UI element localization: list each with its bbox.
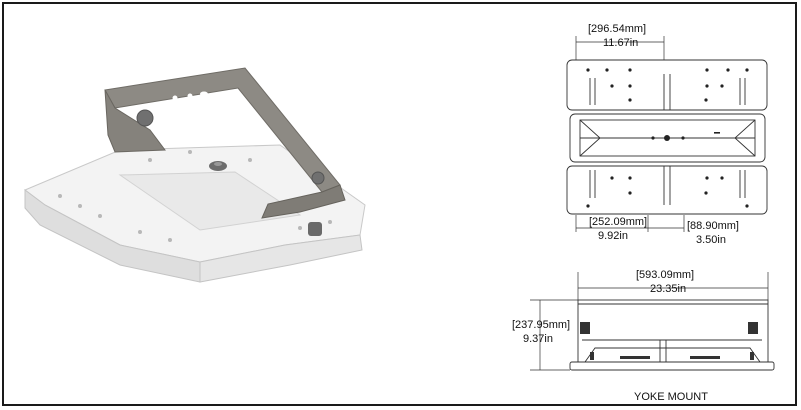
side-view-drawing	[569, 299, 775, 371]
top-left-in: 9.92in	[598, 230, 628, 242]
left-hinge-knob	[136, 109, 154, 127]
side-height-mm: [237.95mm]	[512, 319, 570, 331]
top-width-mm: [296.54mm]	[588, 23, 646, 35]
bracket-holes	[172, 91, 208, 101]
side-view-hinges	[580, 322, 758, 360]
side-view-housing	[577, 299, 769, 363]
top-view-dimension-lines	[575, 36, 685, 232]
side-width-in: 23.35in	[650, 283, 686, 295]
housing-front-right	[199, 234, 363, 283]
front-adjust-knob	[308, 222, 322, 236]
housing-holes	[58, 150, 332, 242]
top-width-in: 11.67in	[603, 37, 638, 49]
product-photo	[24, 67, 366, 283]
top-right-in: 3.50in	[696, 234, 726, 246]
figure-caption: YOKE MOUNT	[634, 391, 708, 403]
side-height-in: 9.37in	[523, 333, 553, 345]
housing-channel	[118, 171, 302, 231]
side-view-dimension-lines	[530, 272, 769, 371]
yoke-left-arm	[104, 89, 166, 153]
top-view-lower-panel	[566, 165, 768, 215]
top-left-mm: [252.09mm]	[589, 216, 647, 228]
yoke-right-foot	[261, 184, 346, 219]
top-right-mm: [88.90mm]	[687, 220, 739, 232]
top-view-upper-panel	[566, 59, 768, 111]
top-view-middle-bar	[569, 113, 766, 163]
side-width-mm: [593.09mm]	[636, 269, 694, 281]
right-hinge-knob	[311, 171, 325, 185]
top-view-holes	[586, 68, 749, 208]
side-view-base	[569, 361, 775, 371]
